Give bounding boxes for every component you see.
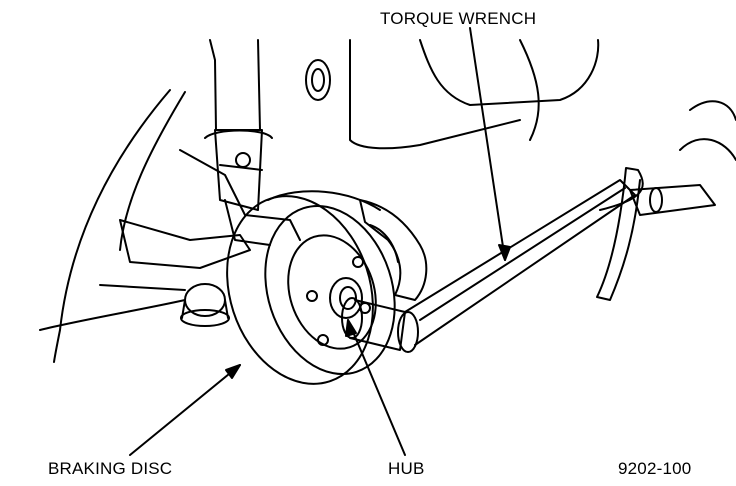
disc-hat: [287, 234, 377, 350]
wheel-stud: [317, 334, 329, 346]
wrench-scale: [596, 167, 644, 301]
leader-braking-disc: [129, 364, 241, 456]
wheel-stud: [306, 290, 318, 302]
figure-number: 9202-100: [618, 459, 692, 478]
wrench-beam: [404, 179, 636, 346]
label-braking-disc: BRAKING DISC: [48, 459, 173, 478]
lower-arm: [119, 219, 251, 269]
fender-arc: [53, 89, 171, 363]
mount-hole: [305, 59, 331, 101]
label-torque-wrench: TORQUE WRENCH: [380, 9, 537, 28]
leader-torque-wrench: [469, 27, 506, 261]
body-panel: [349, 39, 521, 150]
body-panel-right: [419, 39, 600, 106]
disc-inner: [264, 204, 396, 376]
wrench-handle: [629, 184, 716, 216]
wheel-arch-right: [519, 39, 540, 141]
leader-hub: [347, 319, 406, 456]
wheel-stud: [352, 256, 364, 268]
fender-inner-arc: [119, 91, 186, 251]
label-hub: HUB: [388, 459, 425, 478]
hub-cap: [329, 277, 363, 319]
body-upper: [209, 39, 261, 131]
socket: [349, 299, 406, 351]
